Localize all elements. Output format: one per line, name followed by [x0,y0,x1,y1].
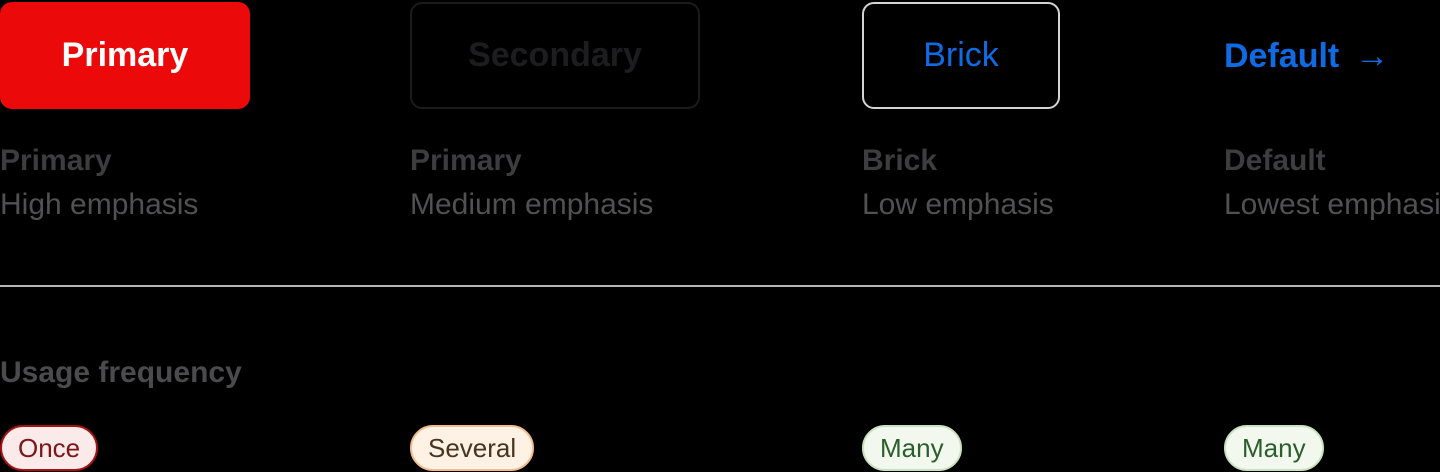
arrow-right-icon: → [1355,37,1390,75]
brick-button-label: Brick [923,36,999,74]
variant-label-default: Default [1224,144,1326,177]
variant-label-secondary: Primary [410,144,522,177]
variant-description-default: Lowest emphasis [1224,188,1440,221]
variant-label-brick: Brick [862,144,938,177]
brick-button[interactable]: Brick [862,2,1060,109]
frequency-badge-many-default: Many [1224,425,1324,471]
primary-button-label: Primary [61,36,189,74]
variant-description-secondary: Medium emphasis [410,188,654,221]
section-divider [0,285,1440,287]
variant-description-primary: High emphasis [0,188,199,221]
frequency-badge-once: Once [0,425,99,471]
usage-frequency-heading: Usage frequency [0,356,242,389]
frequency-badge-many-brick: Many [862,425,962,471]
primary-button[interactable]: Primary [0,2,250,109]
variant-label-primary: Primary [0,144,112,177]
frequency-badge-several: Several [410,425,535,471]
default-link-label: Default [1224,37,1340,75]
default-link[interactable]: Default → [1224,37,1389,76]
secondary-button-label: Secondary [468,36,642,74]
secondary-button[interactable]: Secondary [410,2,700,109]
variant-description-brick: Low emphasis [862,188,1054,221]
